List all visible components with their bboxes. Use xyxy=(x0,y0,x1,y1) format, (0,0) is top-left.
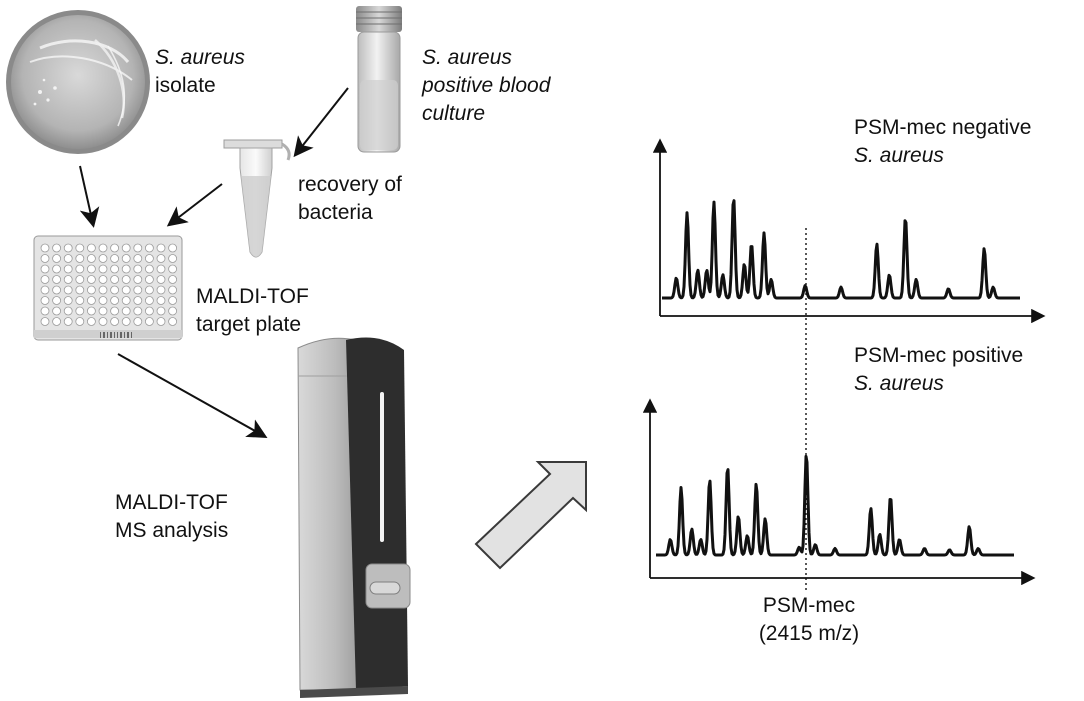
negative-line1: PSM-mec negative xyxy=(854,116,1032,139)
blood-culture-line3: culture xyxy=(422,102,486,125)
arrow-icon xyxy=(166,183,223,227)
microtube-icon xyxy=(223,139,291,258)
target-plate-line1: MALDI-TOF xyxy=(196,285,309,308)
isolate-species: S. aureus xyxy=(155,46,245,69)
target-plate-line2: target plate xyxy=(196,313,302,336)
target-plate-icon xyxy=(33,235,183,341)
arrow-icon xyxy=(293,87,349,158)
isolate-text: isolate xyxy=(155,74,216,97)
psm-line2: (2415 m/z) xyxy=(758,622,860,645)
analysis-line2: MS analysis xyxy=(115,519,229,542)
analysis-label: MALDI-TOF MS analysis xyxy=(115,489,228,545)
petri-dish-icon xyxy=(6,10,150,154)
flow-arrows xyxy=(79,87,349,438)
mass-spectrometer-icon xyxy=(297,337,411,698)
spectrum-icon xyxy=(642,138,1046,586)
target-plate-label: MALDI-TOF target plate xyxy=(196,283,309,339)
negative-spectrum-label: PSM-mec negative S. aureus xyxy=(854,114,1031,170)
blood-culture-line1: S. aureus xyxy=(422,46,512,69)
analysis-line1: MALDI-TOF xyxy=(115,491,228,514)
psm-mec-label: PSM-mec (2415 m/z) xyxy=(750,592,868,648)
recovery-line2: bacteria xyxy=(298,201,373,224)
recovery-label: recovery of bacteria xyxy=(298,171,402,227)
recovery-line1: recovery of xyxy=(298,173,402,196)
arrow-icon xyxy=(474,461,587,570)
psm-line1: PSM-mec xyxy=(762,594,856,617)
arrow-icon xyxy=(79,165,100,228)
isolate-label: S. aureus isolate xyxy=(155,44,245,100)
spectrum-icon xyxy=(655,454,1015,557)
blood-culture-label: S. aureus positive blood culture xyxy=(422,44,550,128)
blood-culture-vial-icon xyxy=(356,6,402,153)
spectrum-icon xyxy=(661,199,1021,300)
negative-line2: S. aureus xyxy=(854,144,944,167)
blood-culture-line2: positive blood xyxy=(422,74,551,97)
arrow-icon xyxy=(117,353,268,438)
positive-line1: PSM-mec positive xyxy=(854,344,1024,367)
positive-spectrum-label: PSM-mec positive S. aureus xyxy=(854,342,1023,398)
positive-line2: S. aureus xyxy=(854,372,944,395)
